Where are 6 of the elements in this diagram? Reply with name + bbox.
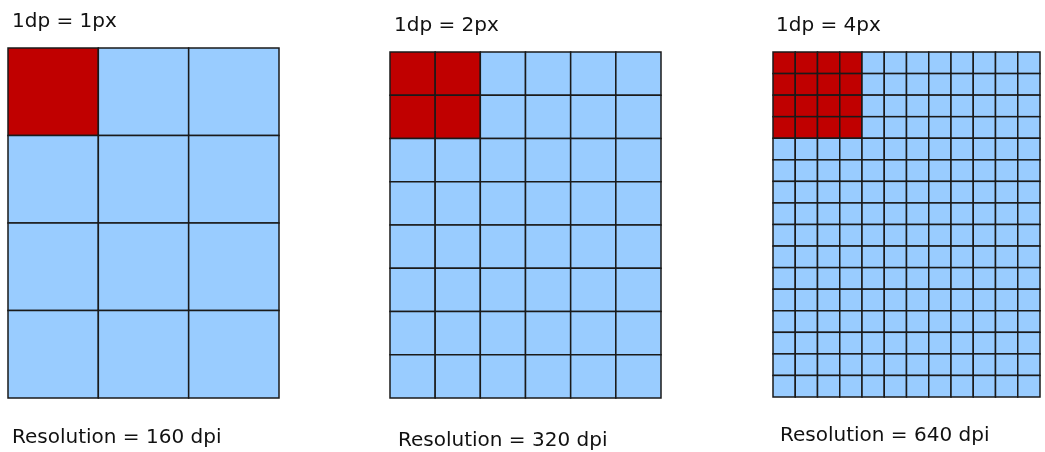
scale-label: 1dp = 4px xyxy=(776,12,881,36)
scale-label: 1dp = 2px xyxy=(394,12,499,36)
resolution-label: Resolution = 160 dpi xyxy=(12,424,222,448)
resolution-label: Resolution = 640 dpi xyxy=(780,422,990,446)
scale-label: 1dp = 1px xyxy=(12,8,117,32)
resolution-label: Resolution = 320 dpi xyxy=(398,427,608,451)
